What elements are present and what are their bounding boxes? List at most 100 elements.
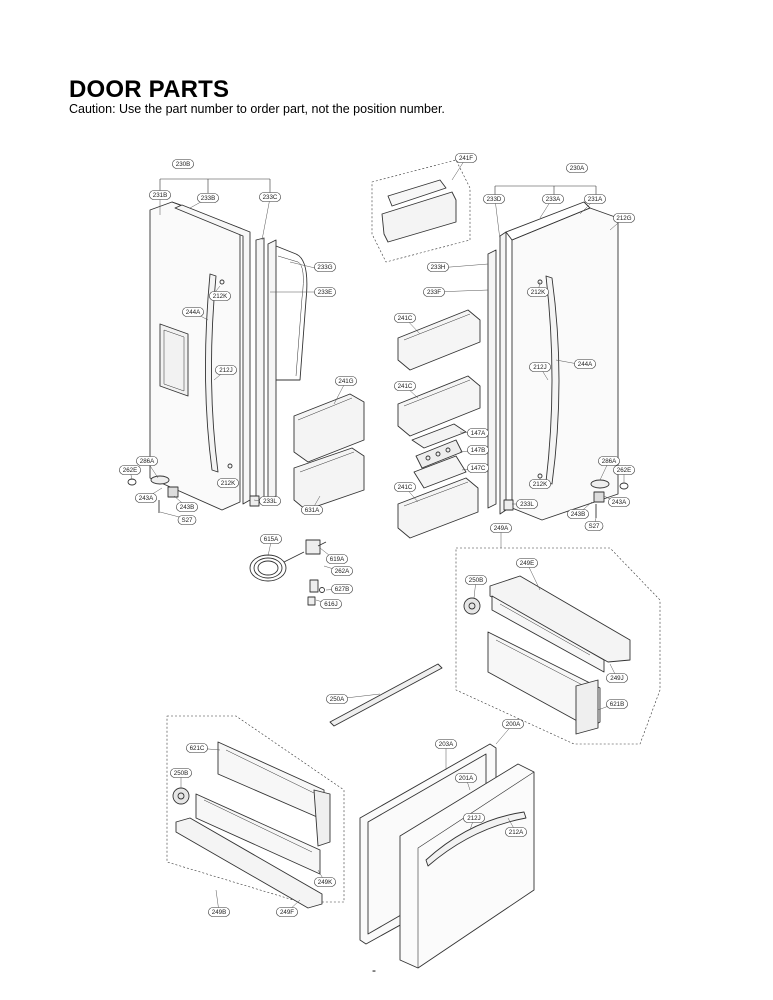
callout-212j: 212J — [215, 365, 237, 375]
callout-label: 241G — [338, 378, 353, 385]
callout-label: 249K — [318, 879, 333, 886]
callout-label: 241F — [459, 155, 473, 162]
callout-label: 286A — [602, 458, 617, 465]
callout-241g: 241G — [335, 376, 357, 386]
water-line-parts — [249, 539, 327, 606]
callout-label: 250B — [174, 770, 188, 777]
callout-616j: 616J — [320, 599, 342, 609]
callout-label: S27 — [181, 517, 193, 524]
callout-627b: 627B — [331, 584, 353, 594]
callout-label: 262A — [335, 568, 350, 575]
callout-label: 233H — [431, 264, 446, 271]
callout-147b: 147B — [467, 445, 489, 455]
callout-212j: 212J — [529, 362, 551, 372]
callout-label: 212K — [533, 481, 548, 488]
callout-label: 262E — [123, 467, 137, 474]
callout-label: 203A — [439, 741, 454, 748]
callout-249j: 249J — [606, 673, 628, 683]
callout-label: 244A — [186, 309, 201, 316]
callout-label: 241C — [398, 315, 413, 322]
callout-212j: 212J — [463, 813, 485, 823]
callout-label: S27 — [588, 523, 600, 530]
callout-233d: 233D — [483, 194, 505, 204]
callout-233l: 233L — [259, 496, 281, 506]
callout-label: 147C — [471, 465, 486, 472]
callout-label: 212J — [219, 367, 232, 374]
callout-201a: 201A — [455, 773, 477, 783]
callout-241f: 241F — [455, 153, 477, 163]
callout-label: 233E — [318, 289, 332, 296]
callout-label: 249J — [610, 675, 623, 682]
page-title: DOOR PARTS — [69, 76, 230, 103]
callout-233g: 233G — [314, 262, 336, 272]
callout-label: 241C — [398, 383, 413, 390]
callout-label: 631A — [305, 507, 320, 514]
callout-label: 212J — [533, 364, 546, 371]
callout-label: 615A — [264, 536, 279, 543]
callout-233a: 233A — [542, 194, 564, 204]
freezer-drawer — [359, 743, 535, 969]
left-door-assembly — [127, 178, 308, 513]
callout-212k: 212K — [529, 479, 551, 489]
callout-621c: 621C — [186, 743, 208, 753]
callout-label: 243B — [571, 511, 585, 518]
callout-249f: 249F — [276, 907, 298, 917]
callout-262a: 262A — [331, 566, 353, 576]
callout-212k: 212K — [527, 287, 549, 297]
callout-label: 250A — [330, 696, 345, 703]
callout-label: 627B — [335, 586, 349, 593]
callout-243a: 243A — [608, 497, 630, 507]
callout-243b: 243B — [567, 509, 589, 519]
callout-286a: 286A — [136, 456, 158, 466]
seal-strip — [329, 663, 443, 727]
callout-label: 231B — [153, 192, 167, 199]
callout-212g: 212G — [613, 213, 635, 223]
callout-label: 233C — [263, 194, 278, 201]
callout-231a: 231A — [584, 194, 606, 204]
callout-label: 147A — [471, 430, 486, 437]
right-rail-assembly — [455, 547, 661, 745]
callout-233l: 233L — [516, 499, 538, 509]
callout-label: 233F — [427, 289, 441, 296]
callout-label: 233A — [546, 196, 561, 203]
callout-label: 233G — [317, 264, 332, 271]
callout-label: 147B — [471, 447, 485, 454]
callout-262e: 262E — [613, 465, 635, 475]
callout-241c: 241C — [394, 482, 416, 492]
callout-621b: 621B — [606, 699, 628, 709]
callout-233h: 233H — [427, 262, 449, 272]
callout-615a: 615A — [260, 534, 282, 544]
right-door-assembly — [371, 159, 629, 521]
callout-249b: 249B — [208, 907, 230, 917]
callout-241c: 241C — [394, 381, 416, 391]
callout-label: 621B — [610, 701, 624, 708]
callout-233e: 233E — [314, 287, 336, 297]
callout-label: 243B — [180, 504, 194, 511]
callout-233f: 233F — [423, 287, 445, 297]
callout-212a: 212A — [505, 827, 527, 837]
callout-label: 243A — [139, 495, 154, 502]
callout-label: 212K — [221, 480, 236, 487]
callout-s27: S27 — [177, 515, 197, 525]
callout-212k: 212K — [209, 291, 231, 301]
callout-s27: S27 — [584, 521, 604, 531]
callout-label: 233D — [487, 196, 502, 203]
callout-label: 233L — [263, 498, 277, 505]
callout-label: 250B — [469, 577, 483, 584]
callout-243b: 243B — [176, 502, 198, 512]
callout-212k: 212K — [217, 478, 239, 488]
callout-label: 200A — [506, 721, 521, 728]
callout-631a: 631A — [301, 505, 323, 515]
callout-244a: 244A — [574, 359, 596, 369]
callout-label: 233B — [201, 195, 215, 202]
callout-233b: 233B — [197, 193, 219, 203]
caution-note: Caution: Use the part number to order pa… — [69, 102, 445, 116]
callout-200a: 200A — [502, 719, 524, 729]
callout-241c: 241C — [394, 313, 416, 323]
callout-label: 201A — [459, 775, 474, 782]
callout-label: 241C — [398, 484, 413, 491]
callout-label: 619A — [330, 556, 345, 563]
callout-label: 212K — [531, 289, 546, 296]
